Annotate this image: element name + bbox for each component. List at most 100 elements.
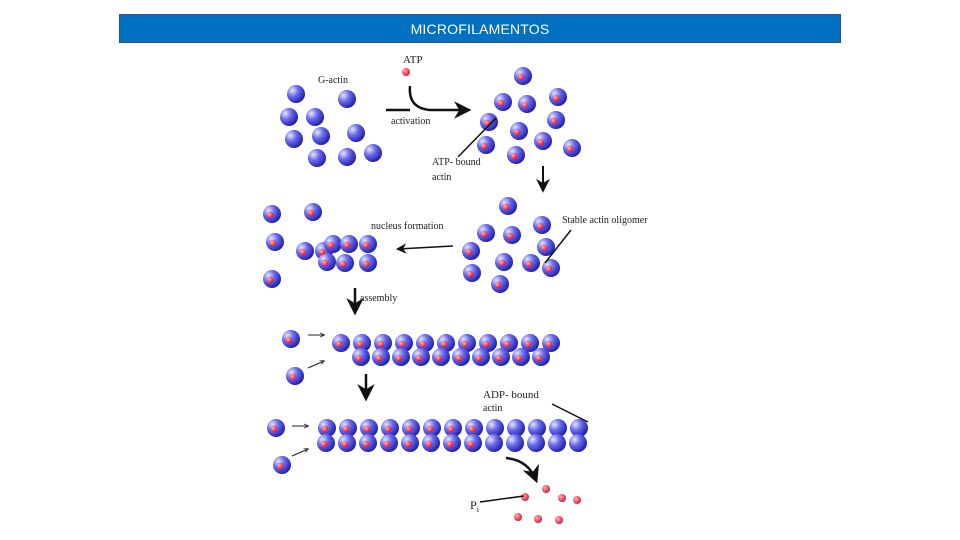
filament-actin: [569, 434, 587, 452]
atp-dot: [513, 128, 521, 136]
atp-dot: [266, 276, 274, 284]
atp-dot: [327, 241, 335, 249]
filament-actin: [548, 434, 566, 452]
g-actin-monomer: [285, 130, 303, 148]
atp-dot: [321, 259, 329, 267]
atp-dot: [299, 248, 307, 256]
atp-dot: [289, 373, 297, 381]
atp-dot: [405, 425, 413, 433]
atp-dot: [341, 440, 349, 448]
atp-dot: [502, 203, 510, 211]
g-actin-monomer: [308, 149, 326, 167]
g-actin-monomer: [338, 148, 356, 166]
atp-dot: [285, 336, 293, 344]
atp-dot: [320, 440, 328, 448]
atp-dot: [494, 281, 502, 289]
activation-arrow: [408, 85, 472, 119]
atp-bound-pointer: [457, 117, 497, 158]
atp-dot: [536, 222, 544, 230]
atp-dot: [342, 425, 350, 433]
title-bar: MICROFILAMENTOS: [119, 14, 841, 43]
atp-dot: [355, 354, 363, 362]
atp-dot: [521, 101, 529, 109]
atp-dot: [339, 260, 347, 268]
small-arrow-4: [291, 449, 308, 457]
label-activation: activation: [391, 116, 430, 127]
atp-dot: [398, 340, 406, 348]
atp-dot: [515, 354, 523, 362]
label-atp: ATP: [403, 54, 423, 66]
atp-dot: [446, 440, 454, 448]
atp-dot: [318, 248, 326, 256]
atp-dot: [455, 354, 463, 362]
atp-dot: [384, 425, 392, 433]
filament-actin: [507, 419, 525, 437]
g-actin-monomer: [306, 108, 324, 126]
filament-actin: [486, 419, 504, 437]
oligomer-pointer: [544, 229, 572, 264]
atp-dot: [270, 425, 278, 433]
label-g-actin: G-actin: [318, 75, 348, 86]
atp-dot: [362, 440, 370, 448]
atp-dot: [415, 354, 423, 362]
atp-molecule: [402, 68, 410, 76]
nucleus-arrow: [395, 243, 454, 254]
atp-dot: [537, 138, 545, 146]
atp-dot: [383, 440, 391, 448]
phosphate-dot: [514, 513, 522, 521]
atp-dot: [363, 425, 371, 433]
g-actin-monomer: [280, 108, 298, 126]
phosphate-dot: [521, 493, 529, 501]
atp-dot: [535, 354, 543, 362]
g-actin-monomer: [338, 90, 356, 108]
label-adp-bound-2: actin: [483, 403, 502, 414]
slide-title: MICROFILAMENTOS: [410, 20, 550, 37]
phosphate-dot: [573, 496, 581, 504]
filament-actin: [549, 419, 567, 437]
atp-dot: [425, 440, 433, 448]
atp-dot: [517, 73, 525, 81]
g-actin-monomer: [364, 144, 382, 162]
phosphate-dot: [558, 494, 566, 502]
atp-dot: [343, 241, 351, 249]
phosphate-dot: [534, 515, 542, 523]
atp-dot: [440, 340, 448, 348]
atp-dot: [467, 440, 475, 448]
label-stable-oligomer: Stable actin oligomer: [562, 215, 648, 226]
atp-dot: [465, 248, 473, 256]
atp-dot: [395, 354, 403, 362]
atp-dot: [552, 94, 560, 102]
atp-dot: [335, 340, 343, 348]
atp-dot: [377, 340, 385, 348]
atp-dots: [266, 73, 581, 524]
filament-actin: [485, 434, 503, 452]
atp-dot: [566, 145, 574, 153]
atp-dot: [447, 425, 455, 433]
small-arrow-2: [307, 361, 324, 369]
phosphate-dot: [542, 485, 550, 493]
phosphate-dot: [555, 516, 563, 524]
release-arrow: [505, 456, 539, 484]
pi-pointer: [479, 495, 525, 503]
atp-dot: [276, 462, 284, 470]
label-assembly: assembly: [360, 293, 397, 304]
filament-actin: [528, 419, 546, 437]
label-pi: Pi: [470, 498, 480, 514]
atp-dot: [356, 340, 364, 348]
atp-dot: [269, 239, 277, 247]
atp-dot: [525, 260, 533, 268]
atp-dot: [321, 425, 329, 433]
atp-dot: [503, 340, 511, 348]
atp-dot: [498, 259, 506, 267]
atp-dot: [468, 425, 476, 433]
actin-monomers: [263, 67, 588, 474]
atp-dot: [495, 354, 503, 362]
atp-dot: [362, 241, 370, 249]
atp-dot: [506, 232, 514, 240]
atp-dot: [435, 354, 443, 362]
filament-actin: [506, 434, 524, 452]
label-adp-bound-1: ADP- bound: [483, 389, 539, 401]
filament-actin: [570, 419, 588, 437]
atp-dot: [545, 265, 553, 273]
atp-dot: [404, 440, 412, 448]
